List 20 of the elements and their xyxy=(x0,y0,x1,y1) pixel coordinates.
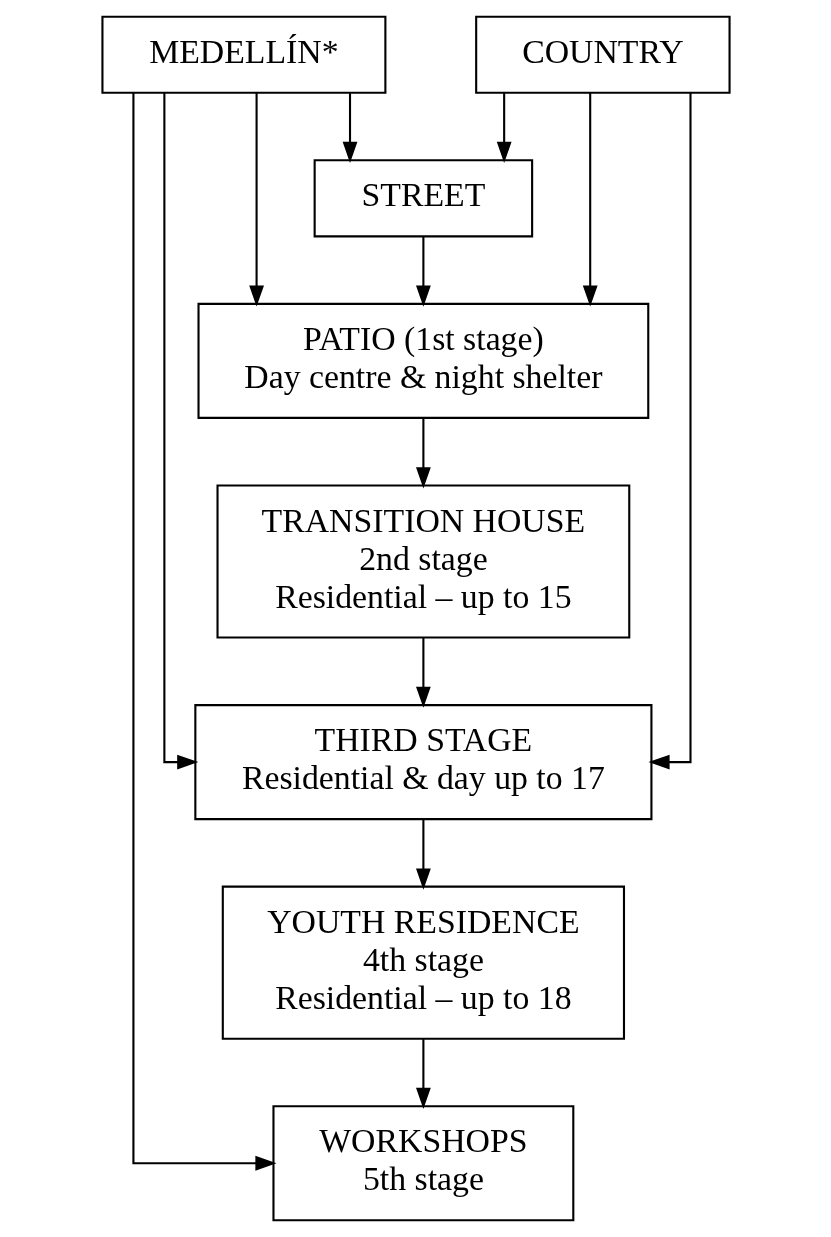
node-box: WORKSHOPS 5th stage xyxy=(271,1105,574,1222)
node-box: YOUTH RESIDENCE 4th stage Residential – up to 18 xyxy=(221,885,625,1040)
arrow xyxy=(248,92,264,307)
arrow xyxy=(415,236,431,307)
arrow xyxy=(162,92,198,770)
arrow xyxy=(415,1039,431,1109)
node-box: PATIO (1st stage) Day centre & night shelter xyxy=(196,302,649,419)
arrow xyxy=(131,92,276,1171)
arrow xyxy=(496,93,512,163)
arrow xyxy=(415,819,431,890)
arrow xyxy=(415,637,431,708)
arrow xyxy=(582,92,598,307)
node-box: COUNTRY xyxy=(474,15,731,94)
arrow xyxy=(647,92,692,770)
node-box: STREET xyxy=(313,159,533,238)
node-box: MEDELLÍN* xyxy=(100,15,386,94)
arrow xyxy=(415,418,431,489)
arrow xyxy=(342,93,357,163)
node-box: TRANSITION HOUSE 2nd stage Residential – up to 15 xyxy=(215,484,630,639)
node-box: THIRD STAGE Residential & day up to 17 xyxy=(193,704,652,821)
